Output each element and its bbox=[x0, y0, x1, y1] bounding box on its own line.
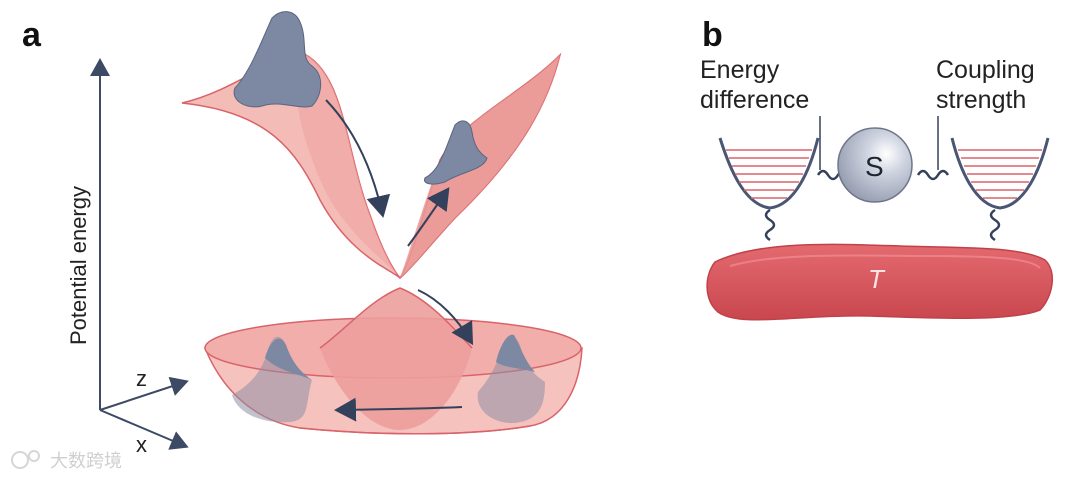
axes: Potential energy z x bbox=[66, 62, 185, 457]
thermal-bath: T bbox=[707, 244, 1052, 319]
panel-a-letter: a bbox=[22, 16, 42, 54]
coupling-strength-label-line2: strength bbox=[936, 86, 1026, 114]
panel-b: b Energy difference Coupling strength T bbox=[700, 16, 1052, 320]
x-axis-label: x bbox=[136, 432, 147, 457]
coupling-strength-label-line1: Coupling bbox=[936, 56, 1035, 84]
right-bath-spring bbox=[991, 210, 999, 240]
right-coupling-spring bbox=[918, 171, 948, 179]
system-sphere: S bbox=[838, 128, 912, 202]
panel-b-letter: b bbox=[702, 16, 723, 54]
z-axis-label: z bbox=[136, 366, 147, 391]
left-oscillator-well bbox=[720, 138, 818, 208]
left-bath-spring bbox=[766, 210, 774, 240]
energy-difference-label-line2: difference bbox=[700, 86, 809, 114]
watermark-text: 大数跨境 bbox=[50, 451, 122, 471]
bath-label: T bbox=[868, 264, 886, 294]
panel-a: a Potential energy z x bbox=[22, 12, 582, 457]
system-label: S bbox=[865, 151, 884, 182]
watermark: 大数跨境 bbox=[12, 451, 122, 471]
right-oscillator-well bbox=[952, 138, 1048, 208]
potential-energy-label: Potential energy bbox=[66, 186, 91, 345]
energy-difference-label-line1: Energy bbox=[700, 56, 780, 84]
